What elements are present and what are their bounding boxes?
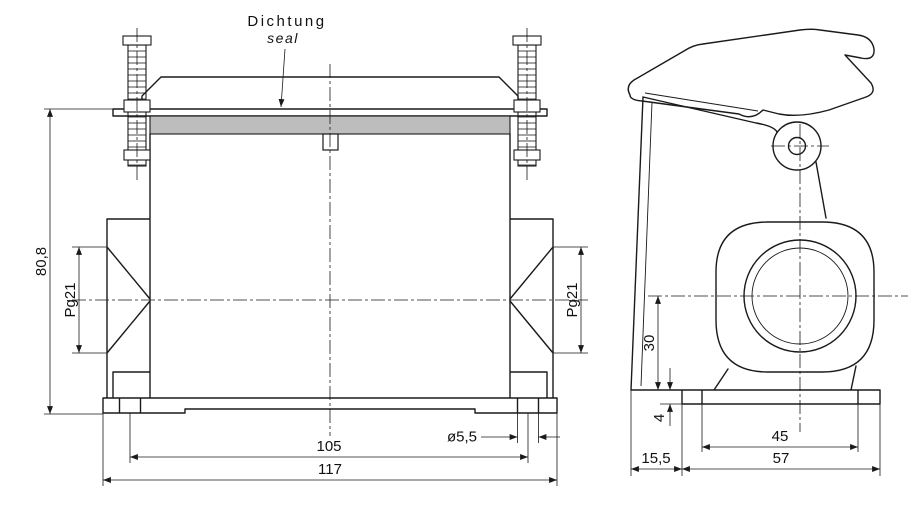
ext-lines-height	[44, 108, 113, 415]
dim-4-label: 4	[651, 414, 668, 422]
ext-lines-45	[701, 404, 859, 452]
dim-30-label: 30	[641, 335, 658, 352]
seal-leader-line	[278, 48, 286, 108]
dim-117-label: 117	[318, 461, 342, 478]
dim-15-5-label: 15,5	[641, 450, 670, 467]
side-view	[627, 28, 881, 405]
ext-lines-57	[681, 404, 881, 476]
locking-lever	[627, 28, 875, 118]
dim-45-label: 45	[772, 428, 789, 445]
dim-hole-label: ø5,5	[447, 429, 477, 446]
cover-tab	[322, 133, 339, 151]
lever-inner-contour	[644, 92, 759, 112]
dim-57-label: 57	[773, 450, 790, 467]
entry-boss-outline	[715, 221, 875, 373]
dim-height-label: 80,8	[33, 247, 50, 276]
seal-annotation: Dichtung seal	[247, 13, 326, 108]
seal-label-english: seal	[267, 30, 299, 46]
side-body-outline	[630, 96, 881, 405]
side-body-inner-wall	[640, 101, 653, 387]
dimensions-front: 80,8 Pg21 Pg21 105 117 ø5,5	[33, 108, 588, 486]
ext-lines-117	[102, 413, 558, 486]
dim-105-label: 105	[316, 438, 341, 455]
dim-pg21-left-label: Pg21	[62, 282, 79, 317]
dim-pg21-right-label: Pg21	[564, 282, 581, 317]
dimensions-side: 30 4 45 57 15,5	[630, 296, 881, 476]
seal-label-german: Dichtung	[247, 13, 326, 30]
centerlines	[72, 28, 908, 436]
